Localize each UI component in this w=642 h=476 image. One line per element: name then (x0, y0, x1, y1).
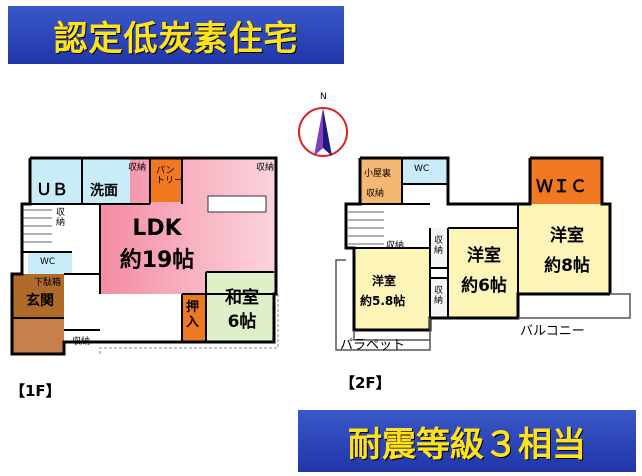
storage-1f-b: 収納 (256, 163, 275, 173)
washitsu-size: 6帖 (227, 312, 257, 332)
wic-label: ＷＩＣ (536, 177, 587, 197)
storage-2f-a: 収納 (386, 241, 405, 251)
pantry-room (150, 158, 182, 202)
kitchen-counter (207, 195, 267, 213)
western-room-6 (448, 228, 518, 318)
room1-size: 約5.8帖 (360, 294, 406, 308)
second-floor-plan (335, 156, 631, 351)
room2-name: 洋室 (467, 246, 501, 266)
attic-storage-label: 収納 (366, 189, 385, 199)
ldk-name: LDK (132, 216, 182, 241)
earthquake-grade-text: 耐震等級３相当 (348, 424, 586, 465)
attic-label: 小屋裏 (364, 169, 392, 179)
room3-name: 洋室 (550, 226, 584, 246)
shoe-box-label: 下駄箱 (34, 278, 62, 288)
storage-2f-c: 収納 (434, 286, 444, 306)
compass-label: N (320, 92, 327, 102)
washroom-label: 洗面 (90, 183, 118, 199)
oshiire-closet (182, 294, 206, 342)
first-floor-label: 【1F】 (10, 382, 61, 400)
genkan-label: 玄関 (26, 293, 54, 309)
title-banner: 認定低炭素住宅 (8, 6, 344, 64)
washitsu-room (206, 272, 274, 342)
page-title: 認定低炭素住宅 (53, 18, 299, 59)
balcony-label: バルコニー (520, 324, 585, 339)
wc-1f-label: WC (40, 257, 56, 267)
wash-room (82, 158, 130, 204)
pantry-label: パン トリー (156, 166, 184, 186)
attic-storage (360, 158, 402, 204)
room1-name: 洋室 (372, 274, 397, 288)
storage-1f-d: 収納 (72, 337, 91, 347)
first-stairs (22, 209, 52, 243)
room3-size: 約8帖 (544, 256, 590, 276)
oshiire-label: 押 入 (186, 300, 200, 330)
compass-icon (298, 107, 348, 157)
storage-1f-a: 収納 (128, 163, 147, 173)
western-room-8 (518, 204, 610, 294)
second-floor-label: 【2F】 (340, 374, 391, 392)
storage-1f-c: 収納 (56, 208, 66, 228)
wc-2f-label: WC (414, 164, 430, 174)
western-room-58 (354, 248, 430, 330)
bath-room (30, 158, 82, 204)
washitsu-name: 和室 (225, 288, 259, 308)
room2-size: 約6帖 (461, 276, 507, 296)
parapet-label: パラペット (340, 338, 406, 353)
ldk-size: 約19帖 (119, 248, 195, 273)
ub-label: ＵＢ (36, 180, 69, 199)
storage-2f-b: 収納 (434, 236, 444, 256)
second-wc (402, 158, 448, 184)
second-stairs (348, 211, 384, 245)
wic-room (530, 158, 602, 204)
first-floor-plan (10, 156, 279, 356)
first-wc (28, 252, 72, 274)
earthquake-grade-banner: 耐震等級３相当 (298, 410, 636, 472)
